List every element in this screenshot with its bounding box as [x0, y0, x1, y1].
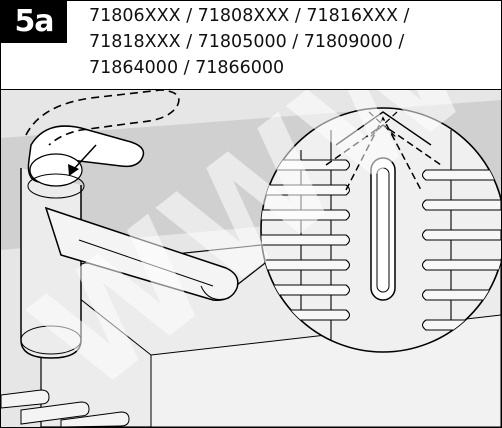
- faucet-illustration: WWW: [1, 90, 501, 427]
- drainboard-grooves: [1, 389, 130, 427]
- leader-line: [236, 259, 270, 286]
- step-number-badge: 5a: [1, 1, 67, 43]
- model-line: 71818XXX / 71805000 / 71809000 /: [89, 32, 405, 52]
- header: 5a 71806XXX / 71808XXX / 71816XXX / 7181…: [1, 1, 501, 90]
- faucet-body: [20, 90, 239, 359]
- detail-magnifier: [260, 107, 501, 353]
- model-line: 71806XXX / 71808XXX / 71816XXX /: [89, 6, 410, 26]
- model-line: 71864000 / 71866000: [89, 58, 285, 78]
- model-number-list: 71806XXX / 71808XXX / 71816XXX / 71818XX…: [89, 3, 489, 81]
